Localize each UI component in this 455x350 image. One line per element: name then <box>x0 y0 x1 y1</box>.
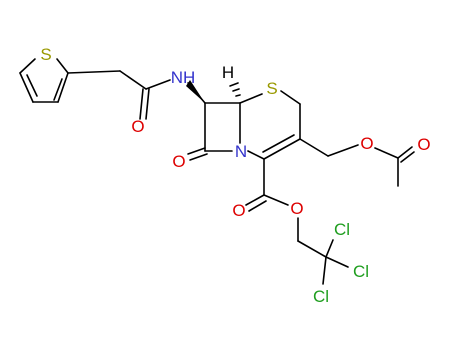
bond-ch2-carbonyl <box>119 70 147 90</box>
bond-thiophene-c2-c3-inner <box>53 78 63 101</box>
bond-carbonyl-nh <box>145 79 171 90</box>
atom-o-amide: O <box>131 117 144 136</box>
bond-thiophene-s-c2 <box>56 58 69 74</box>
bond-ch2-o <box>327 144 359 157</box>
atom-s-thiophene: S <box>40 45 51 64</box>
atom-s-ring: S <box>266 79 277 98</box>
atom-cl-2: Cl <box>353 262 369 281</box>
bond-thiophene-c4-c5-inner <box>26 74 38 97</box>
bond-acetyl-co-b <box>400 151 415 163</box>
bond-thiophene-c4-c5 <box>19 72 34 103</box>
atom-o-ester-carbonyl: O <box>232 201 245 220</box>
bond-c3-c4-inner <box>262 134 295 153</box>
atom-nh: NH <box>171 68 196 87</box>
bond-c3-ch2 <box>299 138 329 157</box>
bond-ester-co-a <box>245 194 265 206</box>
bond-s-c2 <box>280 90 301 105</box>
atom-n-ring: N <box>235 142 247 161</box>
bond-thiophene-c2-c3 <box>57 72 69 103</box>
atom-o-lactam: O <box>172 152 185 171</box>
atom-o-ester-ether: O <box>290 199 303 218</box>
bond-o-acetyl-c <box>374 147 399 159</box>
hash-bond-c6-h-3 <box>229 82 239 87</box>
atom-o-acetoxy-ether: O <box>360 134 373 153</box>
bond-lactam-co-a <box>187 147 206 155</box>
bond-c-cl2 <box>325 256 349 268</box>
bond-ester-co-b <box>248 200 267 212</box>
bond-lactam-co-b <box>189 153 208 161</box>
bond-acetyl-co-a <box>397 146 413 159</box>
atom-cl-1: Cl <box>334 220 350 239</box>
bond-c4-n <box>247 150 265 160</box>
bond-c-cl3 <box>322 256 327 285</box>
bond-thiophene-c5-s <box>19 58 36 74</box>
atom-labels: S NH H S O N O O O O O Cl Cl Cl <box>40 45 430 306</box>
wedge-bond-c7-nh <box>186 80 205 103</box>
bonds <box>19 58 415 285</box>
bond-c-cl1 <box>325 239 334 258</box>
bond-thiophene-ch2 <box>67 70 121 74</box>
hash-bond-c6-h-1 <box>235 94 241 97</box>
atom-o-acetoxy-carbonyl: O <box>417 135 430 154</box>
bond-amide-co-b <box>145 88 150 120</box>
bond-ester-c-o <box>263 194 289 206</box>
bond-amide-co-a <box>139 88 144 120</box>
atom-h-stereo: H <box>222 63 234 82</box>
bond-c6-s <box>239 93 263 104</box>
hash-bond-c6-h-2 <box>232 88 240 92</box>
atom-cl-3: Cl <box>313 287 329 306</box>
bond-ch2-ccl3 <box>297 240 327 258</box>
bond-c3-c4 <box>263 138 301 160</box>
